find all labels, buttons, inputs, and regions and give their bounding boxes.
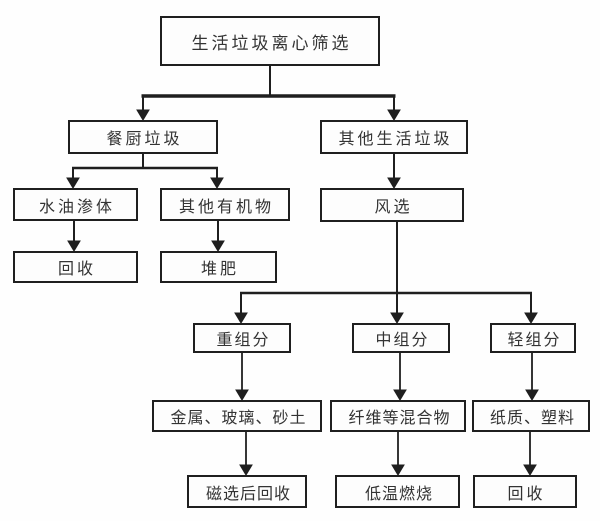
flow-node-metal-glass-sand-label: 金属、玻璃、砂土	[170, 410, 307, 427]
edge-organics-compost	[211, 221, 225, 252]
flow-node-compost: 堆肥	[160, 251, 277, 283]
edge-medium-fiber	[393, 353, 407, 401]
flow-node-compost-label: 堆肥	[200, 261, 239, 278]
flow-node-recycle-left: 回收	[13, 251, 138, 283]
flow-node-low-temp-burn-label: 低温燃烧	[364, 485, 433, 503]
flow-node-recycle-right-label: 回收	[507, 485, 546, 503]
flow-node-water-oil-leachate-label: 水油渗体	[38, 198, 115, 216]
flow-node-other-organics: 其他有机物	[160, 188, 290, 221]
flow-node-recycle-left-label: 回收	[57, 261, 96, 278]
edge-wateroil-recycle	[67, 221, 81, 252]
flow-node-paper-plastic-label: 纸质、塑料	[489, 410, 575, 427]
flow-node-metal-glass-sand: 金属、玻璃、砂土	[152, 400, 322, 432]
flow-node-heavy-fraction: 重组分	[193, 323, 291, 353]
flow-node-water-oil-leachate: 水油渗体	[13, 188, 138, 221]
flow-node-medium-fraction-label: 中组分	[375, 332, 430, 349]
edge-light-paper	[525, 353, 539, 401]
flow-node-heavy-fraction-label: 重组分	[216, 332, 271, 349]
flow-node-fiber-mixture-label: 纤维等混合物	[348, 410, 451, 427]
edge-air-split	[234, 222, 538, 324]
flow-node-magnetic-recycle: 磁选后回收	[187, 475, 307, 508]
flow-node-paper-plastic: 纸质、塑料	[472, 400, 590, 432]
flow-node-fiber-mixture: 纤维等混合物	[330, 400, 466, 432]
flow-node-medium-fraction: 中组分	[352, 323, 450, 353]
flow-node-other-household-waste: 其他生活垃圾	[320, 120, 468, 154]
edge-heavy-metal	[235, 353, 249, 401]
edge-metal-magnetic	[239, 432, 253, 476]
flow-node-other-household-waste-label: 其他生活垃圾	[338, 131, 453, 148]
flow-node-other-organics-label: 其他有机物	[178, 198, 274, 216]
flow-node-light-fraction-label: 轻组分	[507, 332, 562, 349]
flow-node-root: 生活垃圾离心筛选	[160, 16, 380, 66]
edge-otherhouse-air	[387, 154, 401, 189]
flow-node-low-temp-burn: 低温燃烧	[335, 475, 460, 508]
flow-node-recycle-right: 回收	[473, 475, 577, 508]
edge-paper-recycle	[523, 432, 537, 476]
flow-node-light-fraction: 轻组分	[490, 323, 576, 353]
flow-node-air-separation-label: 风选	[374, 199, 413, 216]
flow-node-magnetic-recycle-label: 磁选后回收	[205, 485, 291, 503]
flow-node-kitchen-waste-label: 餐厨垃圾	[106, 131, 183, 148]
flow-node-root-label: 生活垃圾离心筛选	[191, 33, 352, 53]
edge-kitchen-split	[66, 154, 224, 189]
edge-fiber-burn	[391, 432, 405, 476]
flow-node-kitchen-waste: 餐厨垃圾	[68, 120, 218, 154]
flow-node-air-separation: 风选	[320, 188, 464, 222]
edge-root-split	[136, 66, 401, 121]
